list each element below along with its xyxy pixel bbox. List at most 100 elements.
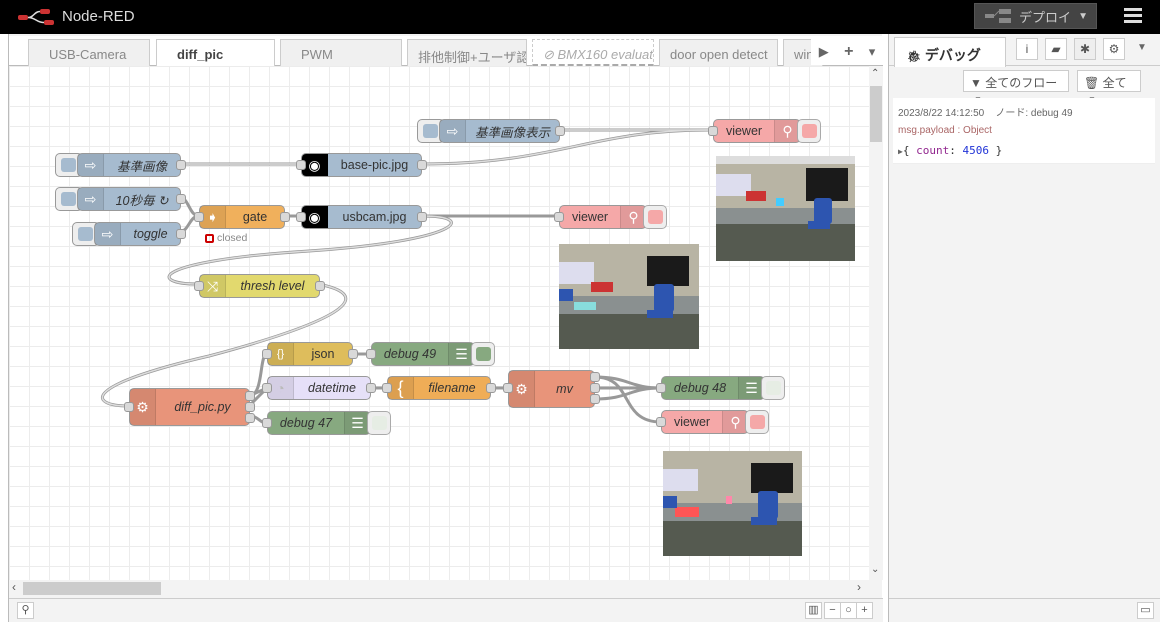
filter-icon: ▼ — [970, 76, 982, 90]
input-port[interactable] — [262, 349, 272, 359]
scroll-up-icon[interactable]: ⌃ — [871, 68, 880, 79]
viewer-toggle-button[interactable] — [643, 205, 667, 229]
node-template-filename[interactable]: { filename — [387, 376, 491, 400]
node-inject-base[interactable]: ⇨ 基準画像 — [77, 153, 181, 177]
input-port[interactable] — [382, 383, 392, 393]
output-port[interactable] — [280, 212, 290, 222]
chevron-down-icon[interactable]: ▼ — [1137, 42, 1147, 53]
node-viewer-top[interactable]: viewer ⚲ — [713, 119, 801, 143]
scroll-tabs-right-icon[interactable]: ▶ — [818, 44, 829, 59]
scroll-down-icon[interactable]: ⌄ — [871, 564, 880, 575]
input-port[interactable] — [194, 212, 204, 222]
output-port[interactable] — [176, 229, 186, 239]
node-debug-47[interactable]: debug 47 ☰ — [267, 411, 371, 435]
horizontal-scroll-thumb[interactable] — [23, 582, 161, 595]
output-port[interactable] — [366, 383, 376, 393]
node-inject-show-base[interactable]: ⇨ 基準画像表示 — [439, 119, 560, 143]
input-port[interactable] — [194, 281, 204, 291]
node-exec-diff-pic[interactable]: ⚙ diff_pic.py — [129, 388, 250, 426]
open-window-icon[interactable]: ▭ — [1137, 602, 1154, 619]
filter-flows-select[interactable]: ▼ 全てのフロー ▼ — [963, 70, 1069, 104]
vertical-scroll-thumb[interactable] — [870, 86, 882, 142]
input-port[interactable] — [656, 383, 666, 393]
expand-arrow-icon[interactable]: ▶ — [898, 147, 903, 156]
node-change-thresh[interactable]: ⤨ thresh level — [199, 274, 320, 298]
node-debug-49[interactable]: debug 49 ☰ — [371, 342, 475, 366]
input-port[interactable] — [656, 417, 666, 427]
bug-icon[interactable]: ✱ — [1074, 38, 1096, 60]
tab-usb-camera[interactable]: USB-Camera — [28, 39, 150, 67]
tab-bmx160[interactable]: ⊘ BMX160 evaluation — [532, 39, 654, 67]
navigator-map-icon[interactable]: ▥ — [805, 602, 822, 619]
zoom-out-button[interactable]: − — [824, 602, 841, 619]
output-port[interactable] — [590, 383, 600, 393]
input-port[interactable] — [124, 402, 134, 412]
node-datetime[interactable]: ◔ datetime — [267, 376, 371, 400]
output-port[interactable] — [417, 212, 427, 222]
flow-canvas[interactable]: ⇨ 基準画像表示 viewer ⚲ ⇨ 基準画像 ◉ base-pic.jpg — [9, 66, 869, 580]
tab-pwm[interactable]: PWM — [280, 39, 402, 67]
viewer-toggle-button[interactable] — [797, 119, 821, 143]
output-port[interactable] — [486, 383, 496, 393]
node-viewer-bottom[interactable]: viewer ⚲ — [661, 410, 749, 434]
output-port[interactable] — [417, 160, 427, 170]
add-flow-button[interactable]: + — [844, 43, 854, 60]
output-port[interactable] — [555, 126, 565, 136]
output-port[interactable] — [590, 372, 600, 382]
deploy-button[interactable]: デプロイ ▼ — [974, 3, 1097, 29]
node-inject-toggle[interactable]: ⇨ toggle — [94, 222, 181, 246]
tab-door-open-detect[interactable]: door open detect — [659, 39, 778, 67]
input-port[interactable] — [296, 160, 306, 170]
output-port[interactable] — [245, 391, 255, 401]
node-viewer-mid[interactable]: viewer ⚲ — [559, 205, 647, 229]
input-port[interactable] — [262, 418, 272, 428]
trash-icon: 🗑︎ — [1084, 76, 1100, 90]
debug-message-payload[interactable]: ▶{ count: 4506 } — [898, 144, 1003, 157]
input-port[interactable] — [503, 383, 513, 393]
gear-icon[interactable]: ⚙ — [1103, 38, 1125, 60]
tab-exclusive-control[interactable]: 排他制御+ユーザ認証 — [407, 39, 527, 67]
scroll-left-icon[interactable]: ‹ — [12, 580, 16, 594]
scroll-right-icon[interactable]: › — [857, 580, 861, 594]
chevron-down-icon[interactable]: ▼ — [1078, 10, 1088, 22]
input-port[interactable] — [554, 212, 564, 222]
deploy-label: デプロイ — [1019, 9, 1072, 25]
node-inject-10s[interactable]: ⇨ 10秒毎 ↻ — [77, 187, 181, 211]
zoom-in-button[interactable]: + — [856, 602, 873, 619]
node-gate[interactable]: ➧ gate — [199, 205, 285, 229]
viewer-toggle-button[interactable] — [745, 410, 769, 434]
output-port[interactable] — [245, 413, 255, 423]
node-red-logo-icon — [18, 8, 54, 25]
debug-toggle-button[interactable] — [367, 411, 391, 435]
search-icon[interactable]: ⚲ — [17, 602, 34, 619]
output-port[interactable] — [315, 281, 325, 291]
output-port[interactable] — [590, 394, 600, 404]
input-port[interactable] — [296, 212, 306, 222]
node-exec-mv[interactable]: ⚙ mv — [508, 370, 595, 408]
sidebar-tab-debug[interactable]: 🐞︎ デバッグ — [894, 37, 1006, 67]
zoom-reset-button[interactable]: ○ — [840, 602, 857, 619]
debug-toggle-button[interactable] — [471, 342, 495, 366]
node-camera-base-pic[interactable]: ◉ base-pic.jpg — [301, 153, 422, 177]
output-port[interactable] — [348, 349, 358, 359]
output-port[interactable] — [176, 194, 186, 204]
book-icon[interactable]: ▰ — [1045, 38, 1067, 60]
node-camera-usbcam[interactable]: ◉ usbcam.jpg — [301, 205, 422, 229]
input-port[interactable] — [708, 126, 718, 136]
output-port[interactable] — [245, 402, 255, 412]
input-port[interactable] — [262, 383, 272, 393]
flow-menu-button[interactable]: ▾ — [868, 44, 876, 59]
input-port[interactable] — [366, 349, 376, 359]
horizontal-scrollbar[interactable]: ‹ › — [9, 580, 869, 596]
tab-diff-pic[interactable]: diff_pic — [156, 39, 275, 68]
clear-debug-button[interactable]: 🗑︎ 全て ▼ — [1077, 70, 1141, 104]
debug-toggle-button[interactable] — [761, 376, 785, 400]
main-menu-button[interactable] — [1124, 8, 1142, 24]
vertical-scrollbar[interactable]: ⌃ ⌄ — [869, 66, 883, 580]
camera-icon: ◉ — [302, 206, 328, 228]
node-json[interactable]: {} json — [267, 342, 353, 366]
info-icon[interactable]: i — [1016, 38, 1038, 60]
output-port[interactable] — [176, 160, 186, 170]
debug-node-link[interactable]: ノード: debug 49 — [995, 108, 1073, 119]
node-debug-48[interactable]: debug 48 ☰ — [661, 376, 765, 400]
